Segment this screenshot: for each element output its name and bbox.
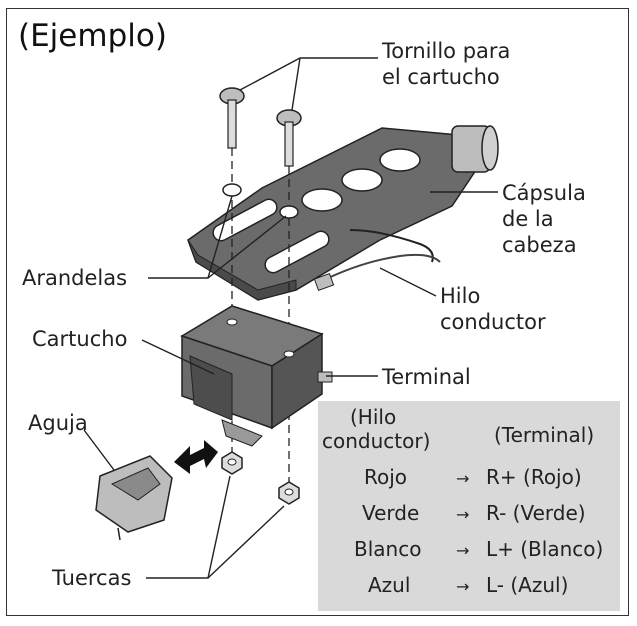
arrow-icon: → — [456, 577, 470, 596]
insert-arrow — [174, 440, 218, 474]
table-row-terminal: L- (Azul) — [486, 573, 569, 597]
headshell — [187, 125, 499, 301]
label-screw-line2: el cartucho — [382, 65, 500, 89]
table-row-wire: Blanco — [354, 537, 422, 561]
label-terminal: Terminal — [382, 365, 471, 389]
nut-right — [278, 481, 300, 505]
screw-left — [219, 87, 245, 149]
label-screw-line1: Tornillo para — [382, 39, 511, 63]
label-headshell-line3: cabeza — [502, 233, 577, 257]
label-nuts: Tuercas — [52, 566, 132, 590]
leader-lines — [83, 57, 498, 579]
arrow-icon: → — [456, 541, 470, 560]
table-row-terminal: L+ (Blanco) — [486, 537, 604, 561]
table-header-wire-line2: conductor) — [322, 429, 431, 453]
label-lead-wire-line1: Hilo — [440, 284, 481, 308]
arrow-icon: → — [456, 505, 470, 524]
diagram-title: (Ejemplo) — [18, 18, 167, 54]
label-lead-wire-line2: conductor — [440, 310, 546, 334]
table-row-terminal: R+ (Rojo) — [486, 465, 582, 489]
stylus — [95, 455, 173, 541]
table-row-terminal: R- (Verde) — [486, 501, 586, 525]
arrow-icon: → — [456, 469, 470, 488]
table-header-terminal: (Terminal) — [494, 423, 595, 447]
washer-left — [222, 183, 242, 197]
table-row-wire: Azul — [368, 573, 411, 597]
label-stylus: Aguja — [28, 411, 88, 435]
wiring-table: (Hilo conductor) (Terminal) Rojo → R+ (R… — [318, 401, 620, 611]
lead-wire-path — [319, 253, 441, 283]
label-cartridge: Cartucho — [32, 327, 128, 351]
label-washers: Arandelas — [22, 266, 128, 290]
table-row-wire: Rojo — [364, 465, 408, 489]
nut-left — [221, 451, 243, 475]
washer-right — [279, 205, 299, 219]
table-row-wire: Verde — [362, 501, 420, 525]
table-header-wire-line1: (Hilo — [350, 405, 397, 429]
label-headshell-line1: Cápsula — [502, 181, 586, 205]
label-headshell-line2: de la — [502, 207, 554, 231]
screw-right — [276, 109, 302, 167]
cartridge — [180, 305, 333, 447]
